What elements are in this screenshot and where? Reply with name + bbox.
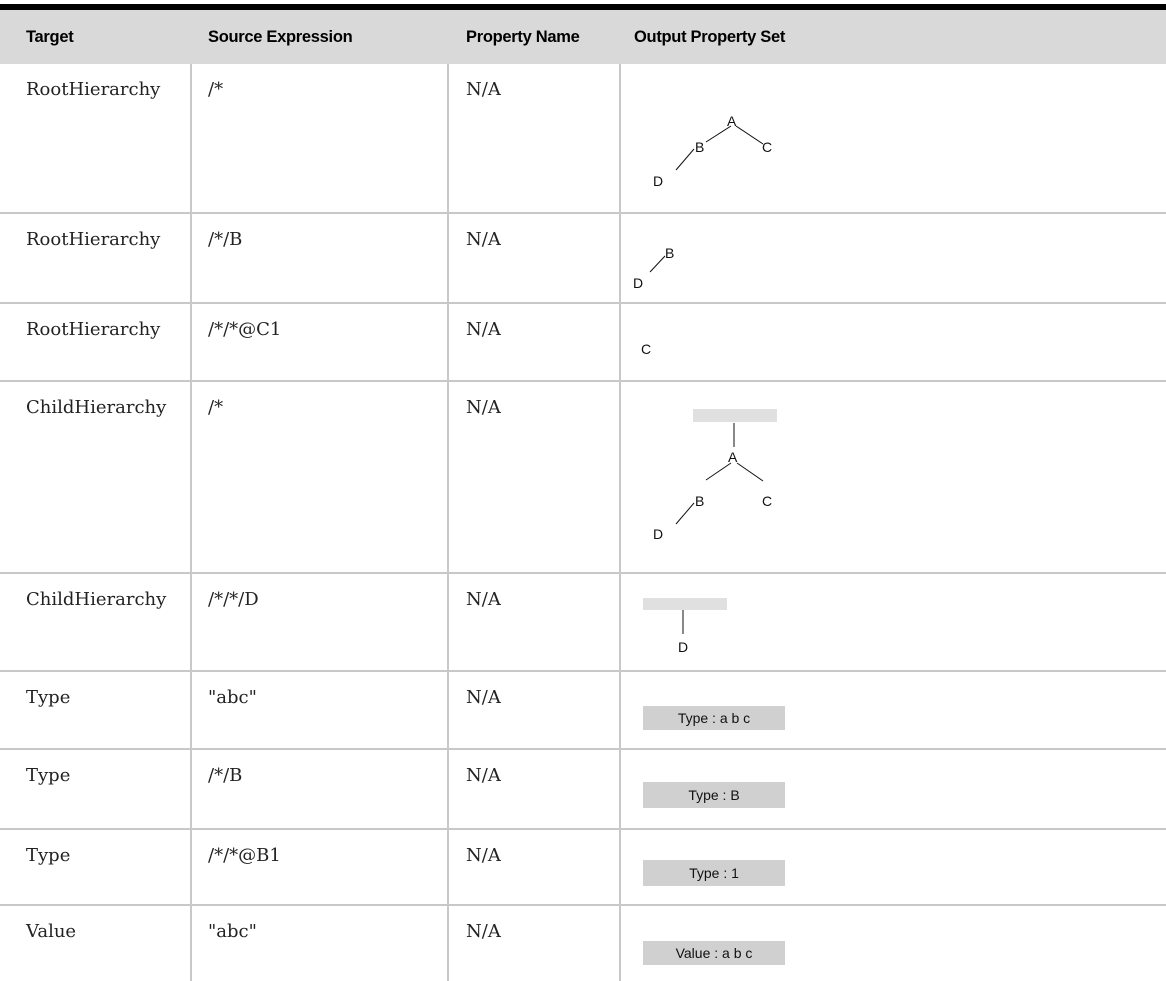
column-separator bbox=[190, 64, 192, 981]
cell-source: /*/B bbox=[208, 229, 243, 250]
column-separator bbox=[447, 64, 449, 981]
table-row: Value "abc" N/A Value : a b c bbox=[0, 906, 1166, 981]
cell-target: Type bbox=[26, 845, 71, 866]
header-target: Target bbox=[26, 28, 74, 46]
column-separator bbox=[619, 64, 621, 981]
header-source-expression: Source Expression bbox=[208, 28, 353, 46]
node-b: B bbox=[695, 139, 704, 155]
cell-property: N/A bbox=[466, 765, 501, 786]
table-row: RootHierarchy /*/*@C1 N/A C bbox=[0, 304, 1166, 382]
cell-source: /*/B bbox=[208, 765, 243, 786]
cell-target: Value bbox=[26, 921, 77, 942]
node-d: D bbox=[653, 526, 663, 542]
cell-source: "abc" bbox=[208, 687, 257, 708]
table-row: Type /*/*@B1 N/A Type : 1 bbox=[0, 830, 1166, 906]
cell-source: /*/*@B1 bbox=[208, 845, 281, 866]
table-row: RootHierarchy /* N/A A B C D bbox=[0, 64, 1166, 214]
cell-property: N/A bbox=[466, 589, 501, 610]
cell-property: N/A bbox=[466, 921, 501, 942]
type-box: Type : B bbox=[643, 782, 785, 808]
cell-target: ChildHierarchy bbox=[26, 589, 167, 610]
node-d: D bbox=[633, 275, 643, 291]
type-box: Type : a b c bbox=[643, 706, 785, 730]
cell-source: /*/*@C1 bbox=[208, 319, 282, 340]
node-c: C bbox=[762, 139, 772, 155]
cell-target: RootHierarchy bbox=[26, 229, 161, 250]
cell-target: ChildHierarchy bbox=[26, 397, 167, 418]
node-a: A bbox=[728, 449, 738, 465]
table-row: Type "abc" N/A Type : a b c bbox=[0, 672, 1166, 750]
tree-diagram: B D bbox=[620, 214, 740, 306]
value-box: Value : a b c bbox=[643, 941, 785, 965]
cell-source: "abc" bbox=[208, 921, 257, 942]
table-row: Type /*/B N/A Type : B bbox=[0, 750, 1166, 830]
table-row: ChildHierarchy /*/*/D N/A D bbox=[0, 574, 1166, 672]
node-d: D bbox=[678, 639, 688, 655]
table-row: RootHierarchy /*/B N/A B D bbox=[0, 214, 1166, 304]
cell-property: N/A bbox=[466, 79, 501, 100]
cell-source: /*/*/D bbox=[208, 589, 259, 610]
cell-source: /* bbox=[208, 79, 224, 100]
table-header: Target Source Expression Property Name O… bbox=[0, 10, 1166, 64]
table-top-rule bbox=[0, 4, 1166, 10]
cell-property: N/A bbox=[466, 845, 501, 866]
cell-property: N/A bbox=[466, 229, 501, 250]
cell-target: RootHierarchy bbox=[26, 319, 161, 340]
node-a: A bbox=[727, 113, 737, 129]
tree-diagram: A B C D bbox=[620, 382, 820, 576]
cell-target: Type bbox=[26, 687, 71, 708]
type-box: Type : 1 bbox=[643, 860, 785, 886]
cell-target: RootHierarchy bbox=[26, 79, 161, 100]
header-property-name: Property Name bbox=[466, 28, 580, 46]
tree-diagram: A B C D bbox=[620, 64, 820, 216]
cell-property: N/A bbox=[466, 397, 501, 418]
cell-property: N/A bbox=[466, 687, 501, 708]
tree-diagram: D bbox=[620, 574, 740, 674]
node-d: D bbox=[653, 173, 663, 189]
header-output-property-set: Output Property Set bbox=[634, 28, 786, 46]
cell-property: N/A bbox=[466, 319, 501, 340]
table-row: ChildHierarchy /* N/A A B C D bbox=[0, 382, 1166, 574]
cell-source: /* bbox=[208, 397, 224, 418]
node-c: C bbox=[762, 493, 772, 509]
node-b: B bbox=[695, 493, 704, 509]
node-c: C bbox=[641, 341, 652, 357]
node-b: B bbox=[665, 245, 674, 261]
cell-target: Type bbox=[26, 765, 71, 786]
